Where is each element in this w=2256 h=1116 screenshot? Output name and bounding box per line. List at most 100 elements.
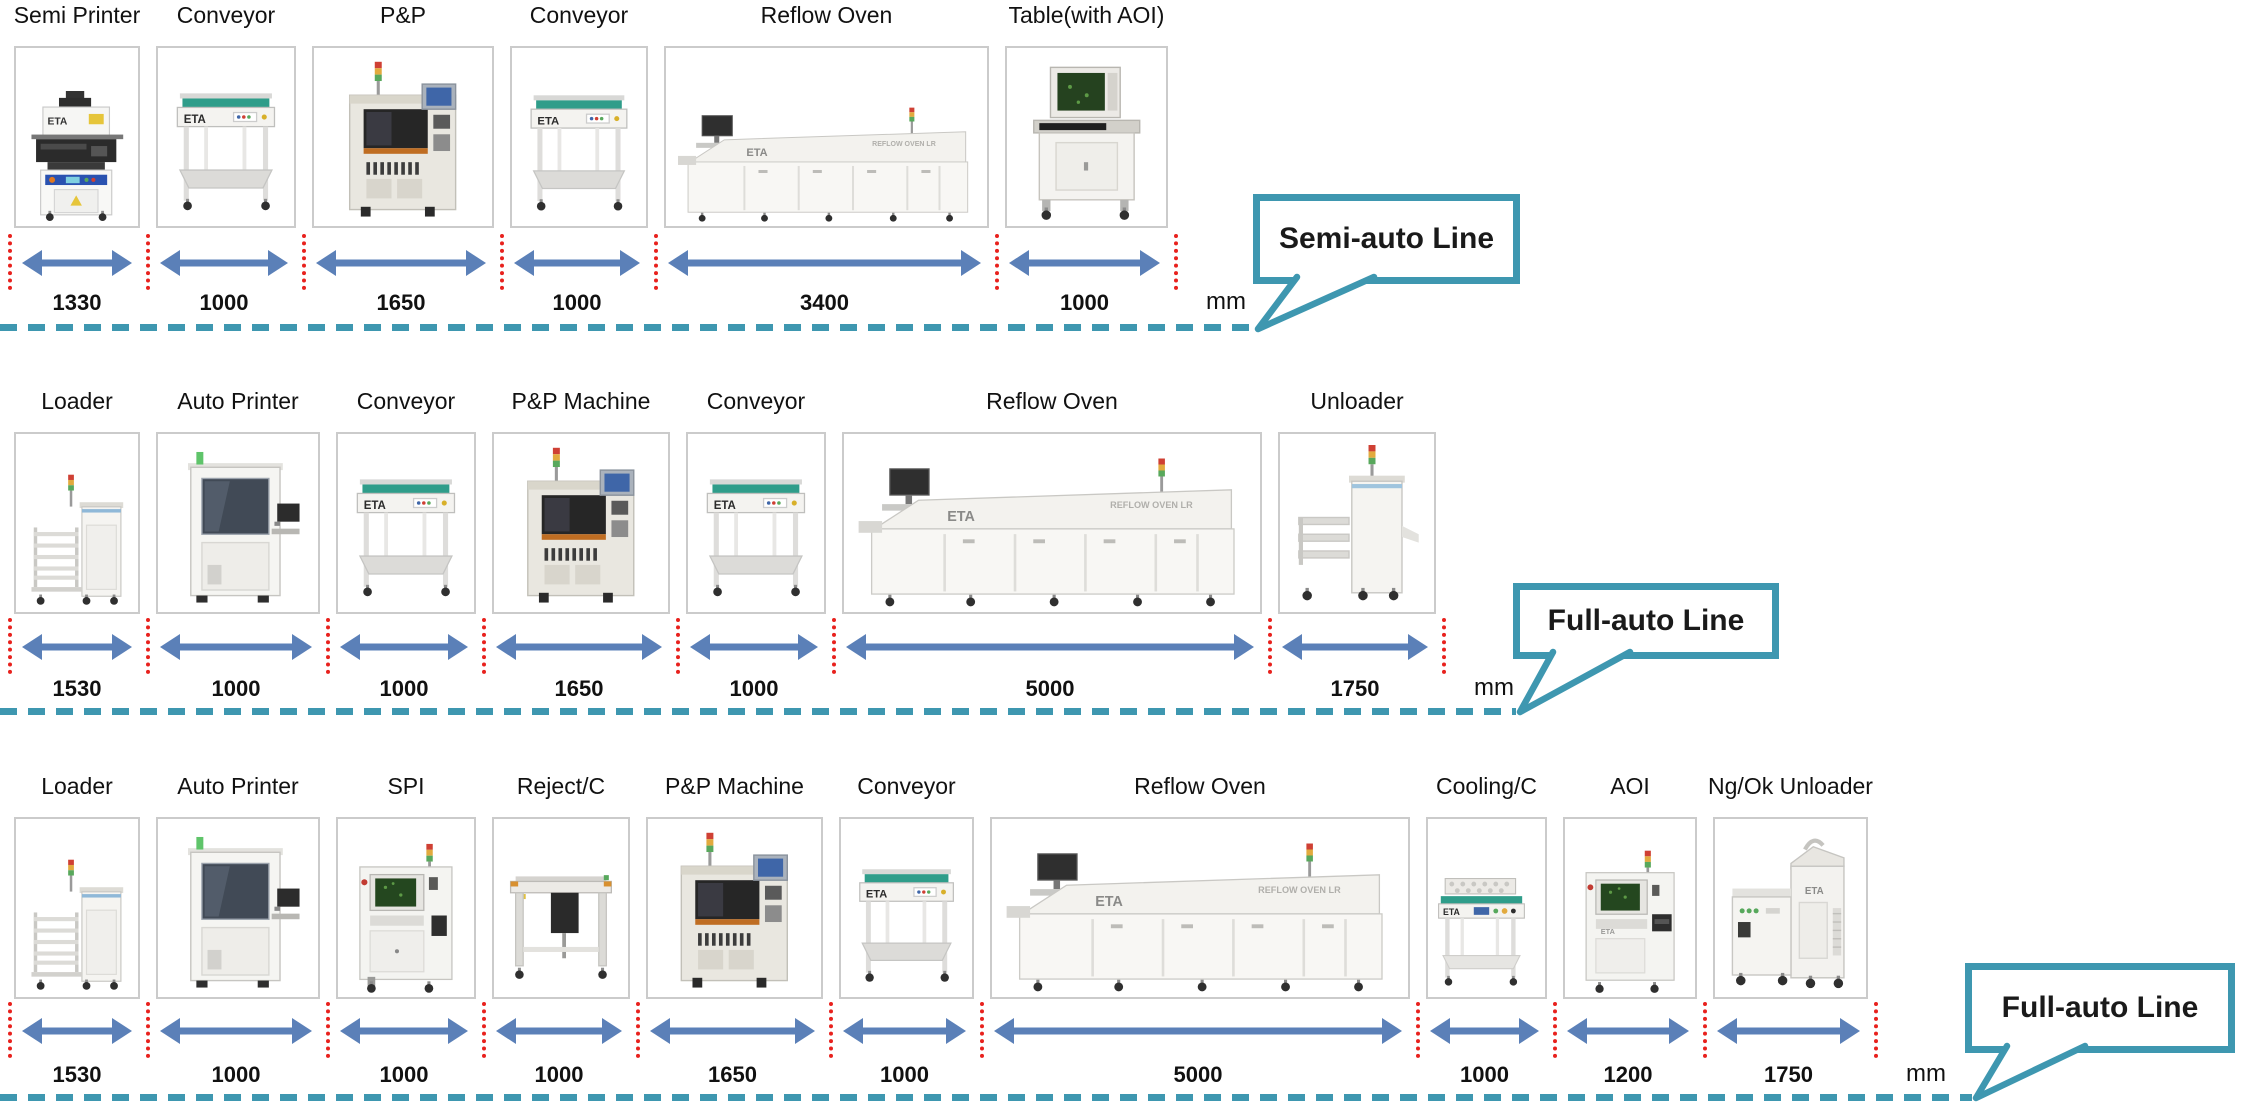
dimension-arrow-icon xyxy=(843,1018,966,1044)
callout-bubble: Full-auto Line xyxy=(1965,963,2235,1053)
dimension-value: 1000 xyxy=(379,1062,429,1087)
svg-text:REFLOW OVEN LR: REFLOW OVEN LR xyxy=(1111,500,1194,510)
dimension-value: 1000 xyxy=(379,676,429,701)
dimension-arrow-icon xyxy=(160,250,288,276)
signal-tower-icon xyxy=(1158,458,1166,495)
dimension-arrow xyxy=(689,632,819,662)
dimension-arrow xyxy=(495,1016,623,1046)
dimension-arrow-icon xyxy=(160,1018,312,1044)
svg-text:ETA: ETA xyxy=(746,147,767,159)
dimension-arrow-icon xyxy=(668,250,981,276)
dimension-arrow-icon xyxy=(496,1018,622,1044)
segment-separator xyxy=(1442,618,1446,674)
machine-image-auto-printer xyxy=(156,432,320,614)
machine-label-conveyor: Conveyor xyxy=(706,388,806,414)
dimension-value: 1000 xyxy=(1460,1062,1509,1087)
signal-tower-icon xyxy=(67,474,74,507)
machine-image-pick-and-place xyxy=(492,432,670,614)
svg-text:ETA: ETA xyxy=(47,116,67,127)
dimension-value: 1000 xyxy=(199,290,249,315)
callout-bubble: Semi-auto Line xyxy=(1253,194,1520,284)
machine-image-reject-conveyor xyxy=(492,817,630,999)
signal-tower-icon xyxy=(375,61,383,98)
dimension-arrow-icon xyxy=(22,634,132,660)
dimension-arrow xyxy=(21,248,133,278)
dimension-arrow xyxy=(339,632,469,662)
dimension-value: 1000 xyxy=(1060,290,1109,315)
machine-label-cooling-conveyor: Cooling/C xyxy=(1436,773,1537,799)
dimension-value: 1650 xyxy=(554,676,604,701)
machine-image-conveyor: ETA xyxy=(336,432,476,614)
segment-separator xyxy=(146,618,150,674)
dimension-value: 1000 xyxy=(729,676,779,701)
dimension-arrow xyxy=(513,248,641,278)
svg-text:ETA: ETA xyxy=(1096,894,1124,910)
dimension-arrow-icon xyxy=(1567,1018,1689,1044)
machine-label-loader: Loader xyxy=(41,773,113,799)
segment-separator xyxy=(676,618,680,674)
conveyor-belt xyxy=(182,98,270,108)
machine-image-loader xyxy=(14,817,140,999)
dimension-value: 5000 xyxy=(1173,1062,1223,1087)
segment-separator xyxy=(1268,618,1272,674)
machine-label-pick-and-place: P&P Machine xyxy=(665,773,804,799)
segment-separator xyxy=(1416,1002,1420,1058)
segment-separator xyxy=(1174,234,1178,290)
dimension-value: 1650 xyxy=(708,1062,757,1087)
dimension-arrow xyxy=(315,248,487,278)
dimension-arrow-icon xyxy=(316,250,486,276)
segment-separator xyxy=(482,618,486,674)
dimension-arrow xyxy=(339,1016,469,1046)
machine-label-conveyor: Conveyor xyxy=(857,773,956,799)
dimension-value: 5000 xyxy=(1025,676,1075,701)
dimension-arrow xyxy=(1716,1016,1861,1046)
machine-label-unloader: Unloader xyxy=(1310,388,1404,414)
unit-label: mm xyxy=(1474,674,1514,701)
machine-label-reflow-oven: Reflow Oven xyxy=(1134,773,1266,799)
svg-text:ETA: ETA xyxy=(537,115,559,127)
dimension-value: 1650 xyxy=(376,290,426,315)
dimension-arrow-icon xyxy=(846,634,1254,660)
signal-tower-icon xyxy=(553,447,561,484)
monitor-icon xyxy=(753,854,789,881)
dimension-arrow-icon xyxy=(160,634,312,660)
dimension-arrow xyxy=(842,1016,967,1046)
dimension-value: 1750 xyxy=(1764,1062,1813,1087)
dimension-arrow-icon xyxy=(340,1018,468,1044)
monitor-icon xyxy=(271,503,300,534)
segment-separator xyxy=(654,234,658,290)
dimension-arrow-icon xyxy=(690,634,818,660)
callout-label: Full-auto Line xyxy=(2001,991,2199,1024)
segment-separator xyxy=(1703,1002,1707,1058)
segment-separator xyxy=(302,234,306,290)
machine-label-semi-printer: Semi Printer xyxy=(13,2,141,28)
callout-tail-icon xyxy=(1516,648,1634,716)
segment-separator xyxy=(8,618,12,674)
svg-text:ETA: ETA xyxy=(1804,886,1823,897)
line-baseline xyxy=(0,708,1516,715)
dimension-value: 1200 xyxy=(1603,1062,1653,1087)
signal-tower-icon xyxy=(706,832,714,869)
segment-separator xyxy=(1553,1002,1557,1058)
segment-separator xyxy=(1874,1002,1878,1058)
dimension-arrow-icon xyxy=(1717,1018,1860,1044)
machine-label-spi: SPI xyxy=(387,773,425,799)
dimension-value: 1330 xyxy=(52,290,102,315)
machine-label-auto-printer: Auto Printer xyxy=(177,388,299,414)
dimension-arrow-icon xyxy=(994,1018,1402,1044)
svg-text:ETA: ETA xyxy=(1443,907,1461,917)
signal-tower-icon xyxy=(908,107,914,136)
machine-image-conveyor: ETA xyxy=(686,432,826,614)
dimension-arrow xyxy=(21,1016,133,1046)
machine-image-reflow-oven: ETA REFLOW OVEN LR xyxy=(842,432,1262,614)
machine-image-conveyor: ETA xyxy=(156,46,296,228)
dimension-arrow-icon xyxy=(1009,250,1160,276)
dimension-arrow-icon xyxy=(514,250,640,276)
spi-screen xyxy=(369,873,425,911)
dimension-arrow xyxy=(1008,248,1161,278)
dimension-value: 3400 xyxy=(800,290,849,315)
dimension-arrow xyxy=(649,1016,816,1046)
callout-tail-icon xyxy=(1254,273,1378,333)
svg-text:ETA: ETA xyxy=(948,509,976,525)
dimension-arrow xyxy=(1281,632,1429,662)
